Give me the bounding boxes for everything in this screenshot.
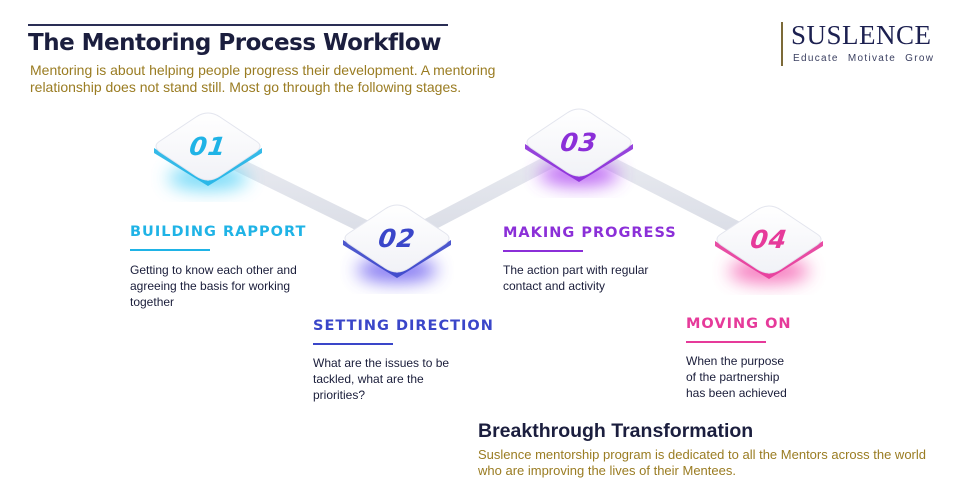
suslence-logo: SUSLENCE Educate Motivate Grow [781, 20, 951, 66]
step-3-diamond: 03 [519, 104, 639, 186]
footer-text: Suslence mentorship program is dedicated… [478, 447, 926, 478]
step-2-description: What are the issues to be tackled, what … [313, 356, 450, 402]
step-1-description: Getting to know each other and agreeing … [130, 263, 297, 309]
step-2-diamond: 02 [337, 200, 457, 282]
step-3-title: MAKING PROGRESS [503, 225, 677, 241]
step-4-title: MOVING ON [686, 316, 792, 332]
connector-line [201, 140, 775, 251]
step-2-title: SETTING DIRECTION [313, 318, 494, 334]
step-1-face [155, 112, 261, 181]
step-4-rule [686, 341, 766, 343]
step-4-number: 04 [748, 224, 790, 254]
step-3-description: The action part with regular contact and… [503, 263, 649, 293]
step-2-number: 02 [376, 223, 418, 253]
step-1-number: 01 [187, 131, 229, 161]
intro-text: Mentoring is about helping people progre… [30, 62, 496, 95]
step-1-rule [130, 249, 210, 251]
step-4-diamond: 04 [709, 201, 829, 283]
header-rule [28, 24, 448, 26]
step-4-diamond-shape [715, 205, 823, 283]
step-3-number: 03 [558, 127, 600, 157]
step-4-face [716, 205, 822, 274]
footer-title: Breakthrough Transformation [478, 420, 754, 442]
step-2-diamond-shape [343, 204, 451, 282]
page-title: The Mentoring Process Workflow [28, 30, 441, 56]
step-1-title: BUILDING RAPPORT [130, 224, 307, 240]
step-1-diamond: 01 [148, 108, 268, 190]
step-4-description: When the purpose of the partnership has … [686, 354, 787, 400]
logo-name: SUSLENCE [791, 20, 932, 50]
step-2-rule [313, 343, 393, 345]
step-3-rule [503, 250, 583, 252]
step-2-face [344, 204, 450, 273]
step-3-diamond-shape [525, 108, 633, 186]
logo-divider [781, 22, 783, 66]
step-3-face [526, 108, 632, 177]
step-1-diamond-shape [154, 112, 262, 190]
logo-tagline: Educate Motivate Grow [793, 53, 935, 64]
